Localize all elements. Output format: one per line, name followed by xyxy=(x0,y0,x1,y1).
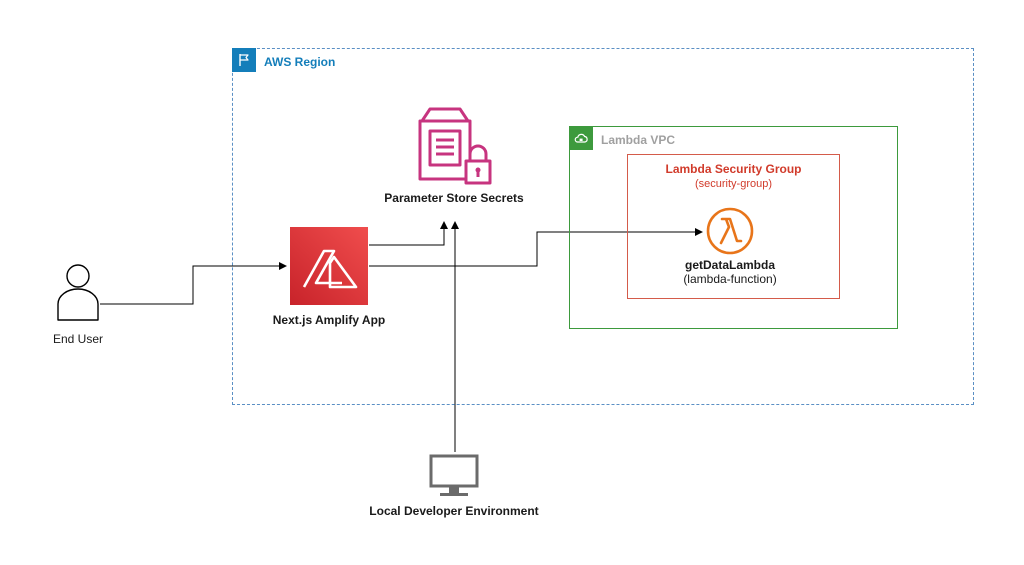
cloud-lock-icon xyxy=(569,126,593,150)
aws-region-group xyxy=(232,48,974,405)
lambda-type: (lambda-function) xyxy=(683,272,777,286)
edge-amplify-to-parameter-store xyxy=(369,221,448,246)
end-user-label: End User xyxy=(52,332,104,346)
user-icon xyxy=(56,262,100,322)
amplify-icon xyxy=(290,227,368,305)
parameter-store-label: Parameter Store Secrets xyxy=(384,191,524,205)
lambda-name: getDataLambda xyxy=(684,258,776,272)
amplify-label: Next.js Amplify App xyxy=(272,313,386,327)
aws-region-label: AWS Region xyxy=(264,55,336,69)
security-group-title: Lambda Security Group xyxy=(665,162,802,176)
security-group-subtitle: (security-group) xyxy=(694,178,773,190)
lambda-vpc-group xyxy=(569,126,898,329)
lambda-vpc-label: Lambda VPC xyxy=(601,133,676,147)
lambda-icon xyxy=(705,206,755,256)
monitor-icon xyxy=(428,453,480,499)
security-group-box xyxy=(627,154,840,299)
edge-user-to-amplify xyxy=(100,262,287,305)
parameter-store-icon xyxy=(414,103,494,185)
edge-amplify-to-lambda xyxy=(369,228,703,267)
flag-icon xyxy=(232,48,256,72)
local-dev-label: Local Developer Environment xyxy=(369,504,539,518)
